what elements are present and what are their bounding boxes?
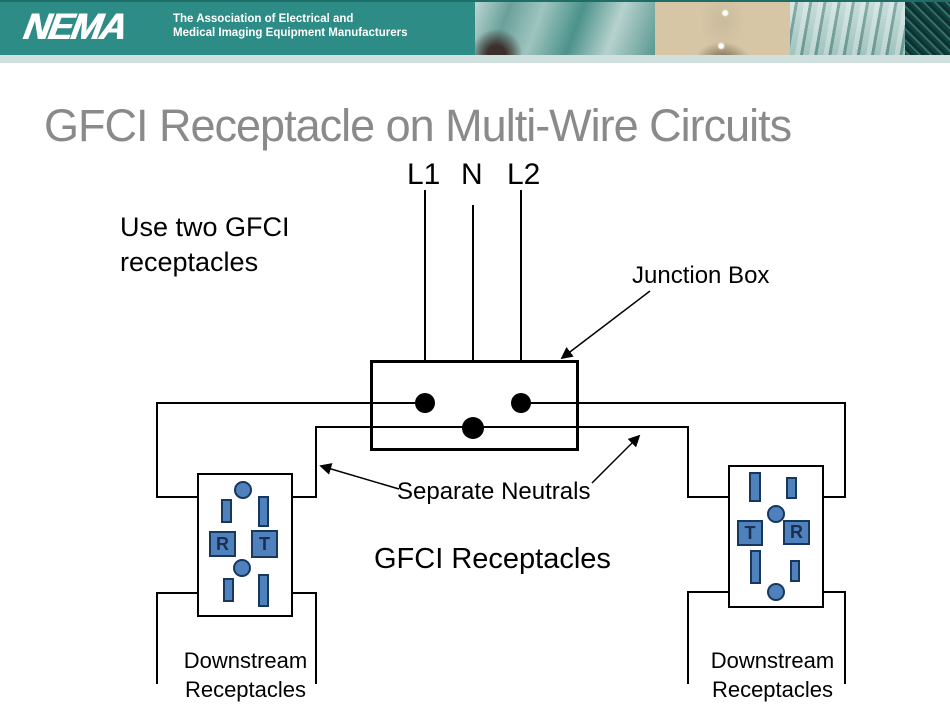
ground-hole-icon — [233, 559, 251, 577]
reset-button: R — [209, 531, 236, 557]
xray-film-photo — [790, 2, 905, 57]
label-l2: L2 — [507, 158, 541, 191]
wire-downstream-right-b — [824, 591, 846, 684]
blade-slot-icon — [221, 499, 232, 523]
label-downstream-right: Downstream Receptacles — [710, 648, 835, 702]
reset-button-label: R — [790, 522, 803, 542]
ground-hole-icon — [767, 505, 785, 523]
separate-neutrals-arrow-left — [319, 463, 400, 490]
splice-dot-l1 — [415, 393, 435, 413]
test-button: T — [251, 530, 278, 558]
light-bulb-photo — [655, 2, 790, 57]
ground-hole-icon — [767, 583, 785, 601]
blade-slot-icon — [750, 550, 761, 584]
label-n: N — [461, 158, 483, 191]
association-line1: The Association of Electrical and — [173, 13, 354, 25]
reset-button-label: R — [216, 533, 229, 554]
blade-slot-icon — [223, 578, 234, 602]
label-junction-box: Junction Box — [632, 262, 770, 289]
imaging-equipment-photo — [475, 2, 655, 57]
label-downstream-left: Downstream Receptacles — [183, 648, 308, 702]
reset-button: R — [783, 520, 810, 545]
separate-neutrals-arrow-right — [591, 434, 641, 484]
slide-title: GFCI Receptacle on Multi-Wire Circuits — [44, 100, 792, 151]
blade-slot-icon — [749, 472, 761, 502]
wire-hot-right — [521, 402, 846, 498]
junction-box-arrow — [560, 290, 651, 360]
ground-hole-icon — [234, 481, 252, 499]
gfci-receptacle-right: T R — [728, 465, 824, 608]
label-l1: L1 — [407, 158, 441, 191]
wire-downstream-right-a — [687, 591, 728, 684]
label-separate-neutrals: Separate Neutrals — [397, 478, 591, 505]
splice-dot-n — [462, 417, 484, 439]
splice-dot-l2 — [511, 393, 531, 413]
blade-slot-icon — [258, 496, 269, 527]
association-tagline: The Association of Electrical and Medica… — [173, 12, 408, 40]
blade-slot-icon — [790, 560, 800, 582]
header-substrip — [0, 55, 950, 63]
blade-slot-icon — [258, 574, 269, 607]
wire-downstream-left-a — [156, 592, 197, 684]
gfci-receptacle-left: R T — [197, 473, 293, 617]
header-bar: NEMA The Association of Electrical and M… — [0, 0, 950, 57]
test-button-label: T — [259, 533, 270, 554]
blade-slot-icon — [786, 477, 797, 499]
test-button-label: T — [744, 522, 756, 543]
note-use-two-gfci: Use two GFCI receptacles — [120, 212, 290, 277]
wire-downstream-left-b — [293, 592, 317, 684]
label-gfci-receptacles: GFCI Receptacles — [374, 543, 611, 575]
test-button: T — [737, 520, 763, 546]
circuit-hatch-pattern — [905, 2, 950, 57]
association-line2: Medical Imaging Equipment Manufacturers — [173, 27, 408, 39]
